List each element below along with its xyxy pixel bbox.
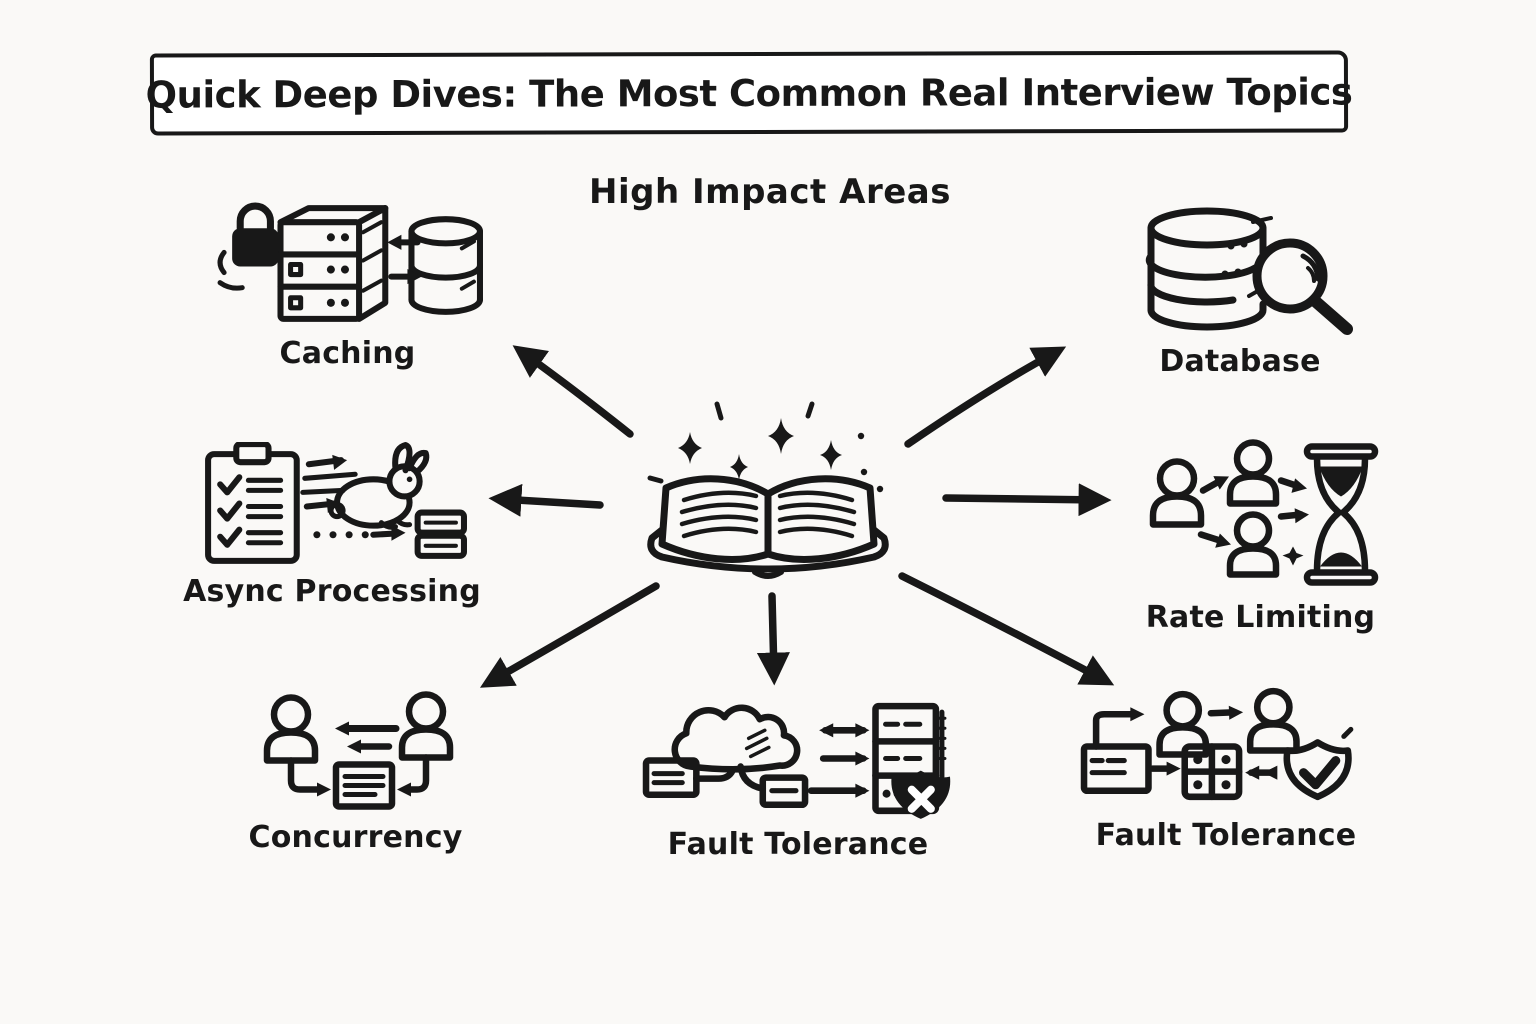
database-magnifying-glass-icon bbox=[1145, 207, 1353, 335]
node-caching: Caching bbox=[205, 198, 490, 371]
node-label-rate-limiting: Rate Limiting bbox=[1145, 600, 1376, 635]
node-label-fault-tolerance-right: Fault Tolerance bbox=[1095, 818, 1357, 853]
node-label-async-processing: Async Processing bbox=[183, 574, 481, 609]
arrow-to-async-icon bbox=[488, 483, 604, 517]
node-fault-tolerance-center: Fault Tolerance bbox=[640, 700, 956, 862]
cloud-server-shield-x-icon bbox=[642, 702, 951, 819]
node-database: Database bbox=[1110, 200, 1370, 379]
node-concurrency: Concurrency bbox=[238, 688, 473, 855]
node-rate-limiting: Rate Limiting bbox=[1138, 438, 1383, 635]
lock-server-database-icon bbox=[217, 202, 483, 322]
arrow-to-rate-limiting-icon bbox=[942, 483, 1112, 517]
arrow-to-fault-right-icon bbox=[898, 572, 1115, 686]
node-async-processing: Async Processing bbox=[182, 442, 482, 609]
subtitle: High Impact Areas bbox=[589, 172, 951, 212]
open-book-sparkles-icon bbox=[647, 401, 889, 579]
users-grid-shield-check-icon bbox=[1080, 687, 1354, 801]
node-label-concurrency: Concurrency bbox=[248, 820, 463, 855]
arrow-to-concurrency-icon bbox=[479, 582, 660, 688]
node-label-caching: Caching bbox=[279, 336, 416, 371]
users-shared-document-icon bbox=[263, 691, 453, 810]
checklist-rabbit-queue-icon bbox=[205, 442, 467, 564]
arrow-to-database-icon bbox=[904, 346, 1067, 448]
node-fault-tolerance-right: Fault Tolerance bbox=[1078, 686, 1374, 853]
arrow-to-fault-center-icon bbox=[756, 592, 790, 686]
arrow-to-caching-icon bbox=[512, 345, 634, 438]
center-illustration bbox=[598, 382, 938, 597]
users-hourglass-icon bbox=[1149, 439, 1378, 586]
node-label-fault-tolerance-center: Fault Tolerance bbox=[667, 827, 929, 862]
node-label-database: Database bbox=[1159, 344, 1321, 379]
